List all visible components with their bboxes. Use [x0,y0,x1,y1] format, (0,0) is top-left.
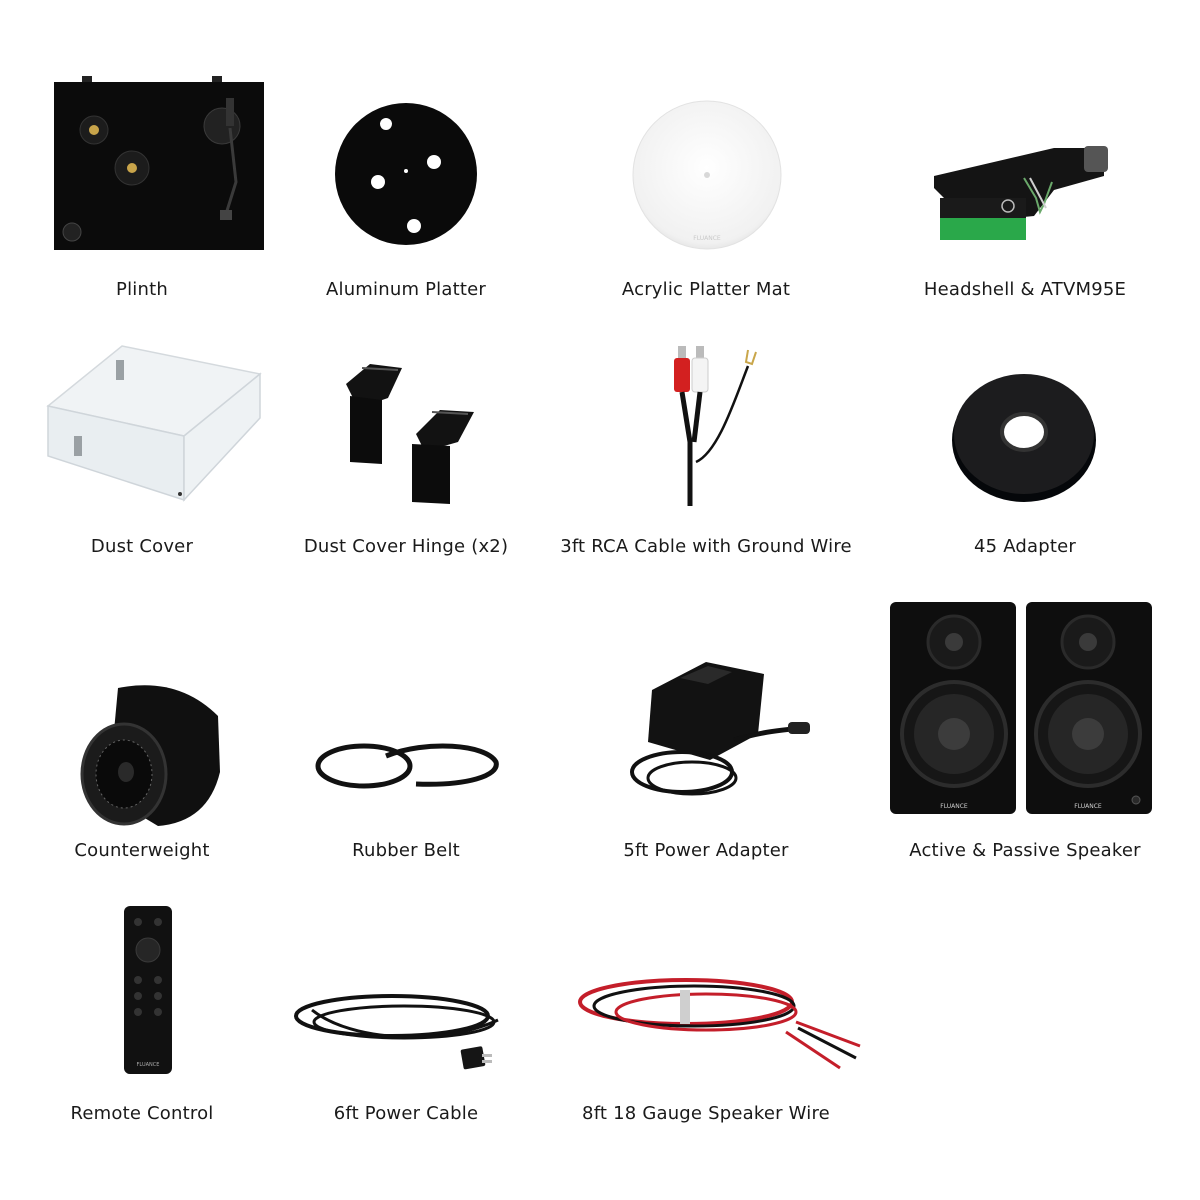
hinge-image [346,364,474,504]
brand-mark: FLUANCE [940,803,968,810]
brand-mark: FLUANCE [137,1062,160,1068]
item-label: Headshell & ATVM95E [923,279,1127,300]
speaker-wire-image [578,978,861,1070]
remote-control-image: FLUANCE [124,906,172,1074]
item-label: Rubber Belt [352,840,460,861]
item-label: Dust Cover Hinge (x2) [303,536,509,557]
item-label: 3ft RCA Cable with Ground Wire [560,536,852,557]
item-label: 45 Adapter [973,536,1077,557]
plinth-image [54,76,264,250]
headshell-image [934,146,1108,240]
item-label: Acrylic Platter Mat [621,279,791,300]
item-label: Active & Passive Speaker [909,840,1141,861]
counterweight-image [80,685,220,826]
brand-mark: FLUANCE [1074,803,1102,810]
item-label: 5ft Power Adapter [623,840,789,861]
item-label: Aluminum Platter [325,279,486,300]
rubber-belt-image [315,743,499,789]
item-label: Counterweight [74,840,210,861]
item-label: Remote Control [70,1103,214,1124]
item-label: Plinth [116,279,168,300]
dust-cover-image [46,345,262,502]
platter-image [335,103,477,245]
item-label: 6ft Power Cable [333,1103,479,1124]
power-adapter-image [630,662,810,796]
rca-cable-image [674,346,757,506]
adapter-45-image [952,374,1096,502]
platter-mat-image: FLUANCE [632,100,782,250]
brand-mark: FLUANCE [693,235,721,242]
item-label: 8ft 18 Gauge Speaker Wire [582,1103,830,1124]
item-label: Dust Cover [90,536,194,557]
speakers-image: FLUANCE FLUANCE [890,602,1152,814]
power-cable-image [294,994,499,1070]
